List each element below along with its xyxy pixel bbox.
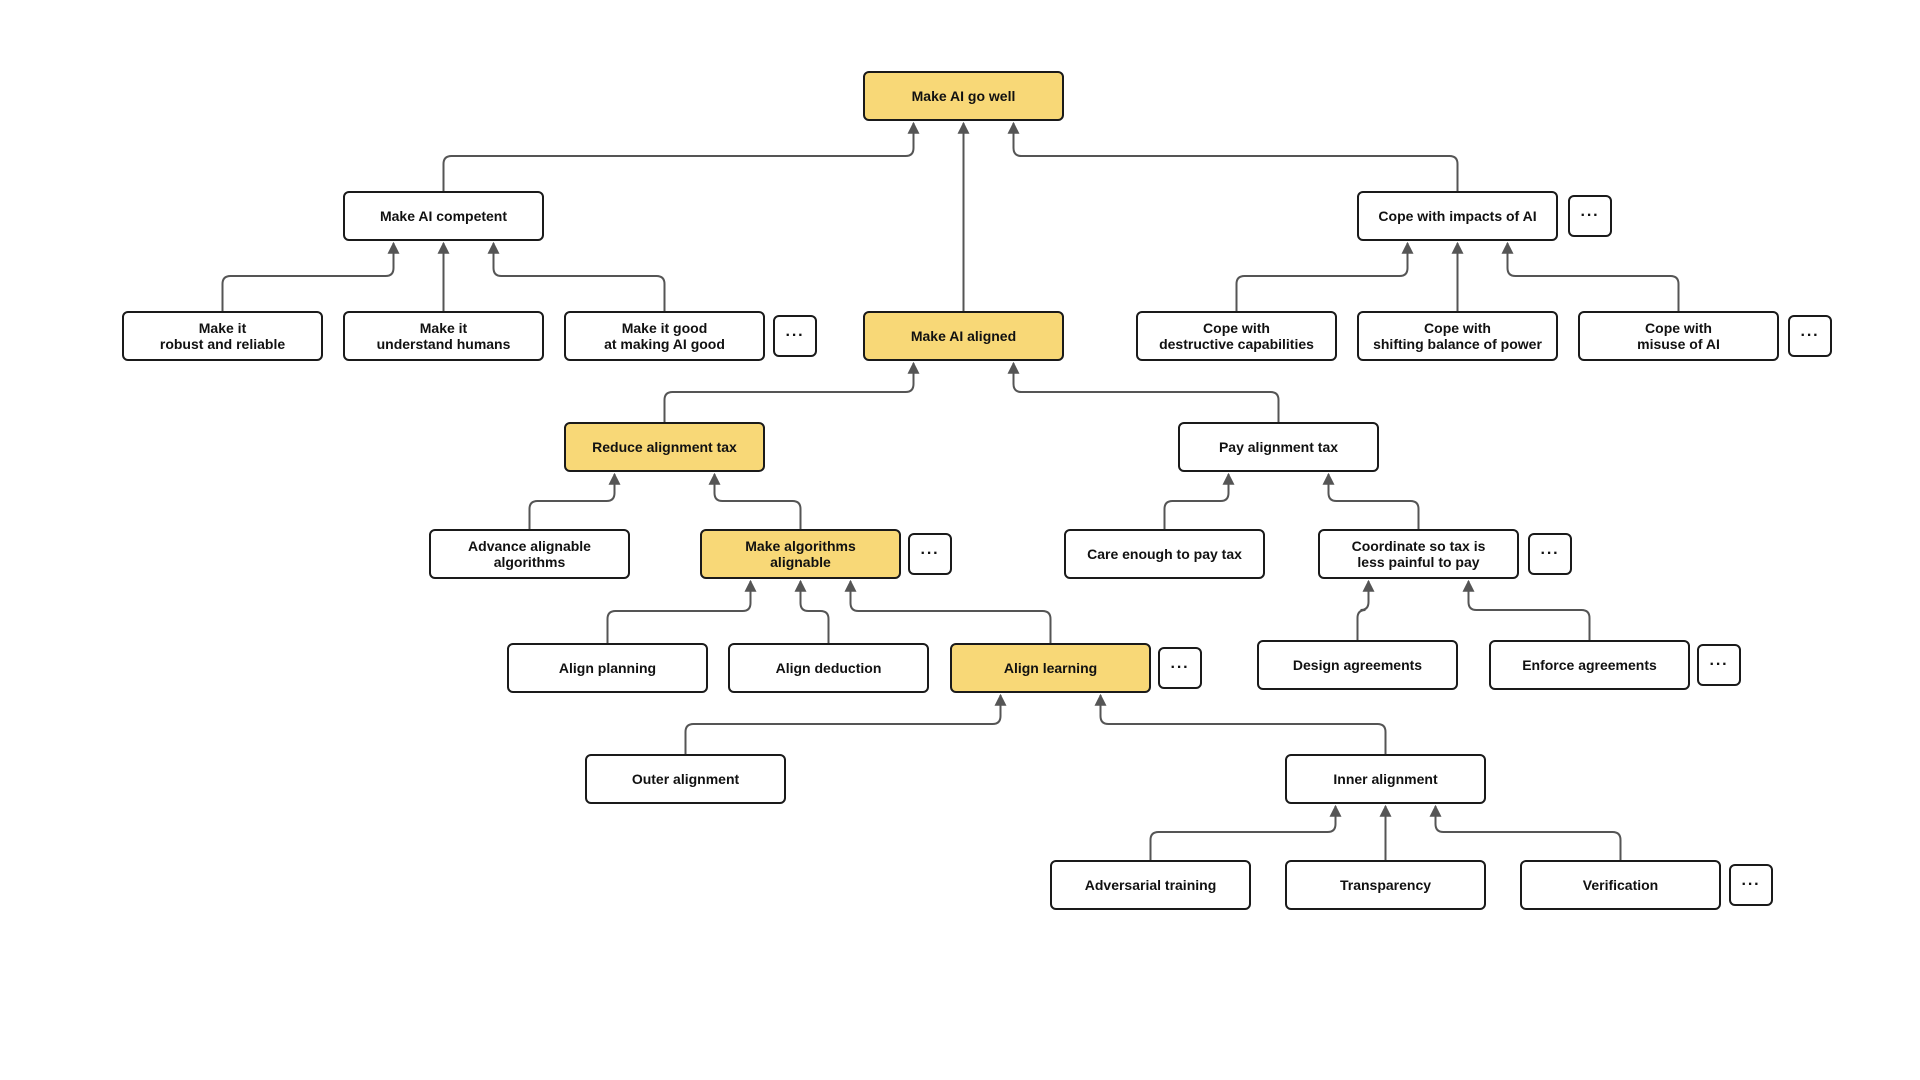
more-button-make-alignable[interactable]: ···: [908, 533, 952, 575]
edge-cope-to-root: [1007, 121, 1459, 191]
edge-align_planning-to-make_alignable: [606, 579, 757, 643]
node-make-ai-aligned[interactable]: Make AI aligned: [863, 311, 1064, 361]
edge-inner-to-align_learning: [1094, 693, 1387, 754]
node-care-enough-to-pay[interactable]: Care enough to pay tax: [1064, 529, 1265, 579]
node-good-at-making-ai-good[interactable]: Make it good at making AI good: [564, 311, 765, 361]
node-cope-power[interactable]: Cope with shifting balance of power: [1357, 311, 1558, 361]
edge-coordinate-to-pay_tax: [1322, 472, 1420, 529]
node-advance-alignable-algorithms[interactable]: Advance alignable algorithms: [429, 529, 630, 579]
node-reduce-alignment-tax[interactable]: Reduce alignment tax: [564, 422, 765, 472]
edge-align_learning-to-make_alignable: [844, 579, 1052, 643]
node-align-deduction[interactable]: Align deduction: [728, 643, 929, 693]
node-align-learning[interactable]: Align learning: [950, 643, 1151, 693]
more-button-competent-children[interactable]: ···: [773, 315, 817, 357]
edge-good_at_good-to-competent: [487, 241, 666, 311]
edge-design_agreements-to-coordinate: [1356, 579, 1375, 640]
node-pay-alignment-tax[interactable]: Pay alignment tax: [1178, 422, 1379, 472]
node-cope-misuse[interactable]: Cope with misuse of AI: [1578, 311, 1779, 361]
node-inner-alignment[interactable]: Inner alignment: [1285, 754, 1486, 804]
edge-pay_tax-to-aligned: [1007, 361, 1280, 422]
more-button-agreements[interactable]: ···: [1697, 644, 1741, 686]
node-robust-reliable[interactable]: Make it robust and reliable: [122, 311, 323, 361]
edge-advance-to-reduce_tax: [528, 472, 621, 529]
edge-outer-to-align_learning: [684, 693, 1007, 754]
node-make-algorithms-alignable[interactable]: Make algorithms alignable: [700, 529, 901, 579]
more-button-coordinate[interactable]: ···: [1528, 533, 1572, 575]
edge-adversarial-to-inner: [1149, 804, 1342, 860]
edge-robust-to-competent: [221, 241, 400, 311]
more-button-cope-impacts[interactable]: ···: [1568, 195, 1612, 237]
node-cope-destructive[interactable]: Cope with destructive capabilities: [1136, 311, 1337, 361]
more-button-inner-children[interactable]: ···: [1729, 864, 1773, 906]
edge-competent-to-root: [442, 121, 920, 191]
edge-make_alignable-to-reduce_tax: [708, 472, 802, 529]
node-design-agreements[interactable]: Design agreements: [1257, 640, 1458, 690]
node-verification[interactable]: Verification: [1520, 860, 1721, 910]
node-outer-alignment[interactable]: Outer alignment: [585, 754, 786, 804]
more-button-align-learning[interactable]: ···: [1158, 647, 1202, 689]
node-transparency[interactable]: Transparency: [1285, 860, 1486, 910]
node-make-ai-go-well[interactable]: Make AI go well: [863, 71, 1064, 121]
node-understand-humans[interactable]: Make it understand humans: [343, 311, 544, 361]
node-adversarial-training[interactable]: Adversarial training: [1050, 860, 1251, 910]
node-enforce-agreements[interactable]: Enforce agreements: [1489, 640, 1690, 690]
edge-care-to-pay_tax: [1163, 472, 1235, 529]
edge-verification-to-inner: [1429, 804, 1622, 860]
node-coordinate-tax[interactable]: Coordinate so tax is less painful to pay: [1318, 529, 1519, 579]
more-button-cope-children[interactable]: ···: [1788, 315, 1832, 357]
edge-align_deduction-to-make_alignable: [794, 579, 830, 643]
node-cope-with-impacts[interactable]: Cope with impacts of AI: [1357, 191, 1558, 241]
edge-reduce_tax-to-aligned: [663, 361, 920, 422]
edge-cope_destructive-to-cope: [1235, 241, 1414, 311]
node-make-ai-competent[interactable]: Make AI competent: [343, 191, 544, 241]
edge-enforce_agreements-to-coordinate: [1462, 579, 1591, 640]
node-align-planning[interactable]: Align planning: [507, 643, 708, 693]
edge-cope_misuse-to-cope: [1501, 241, 1680, 311]
